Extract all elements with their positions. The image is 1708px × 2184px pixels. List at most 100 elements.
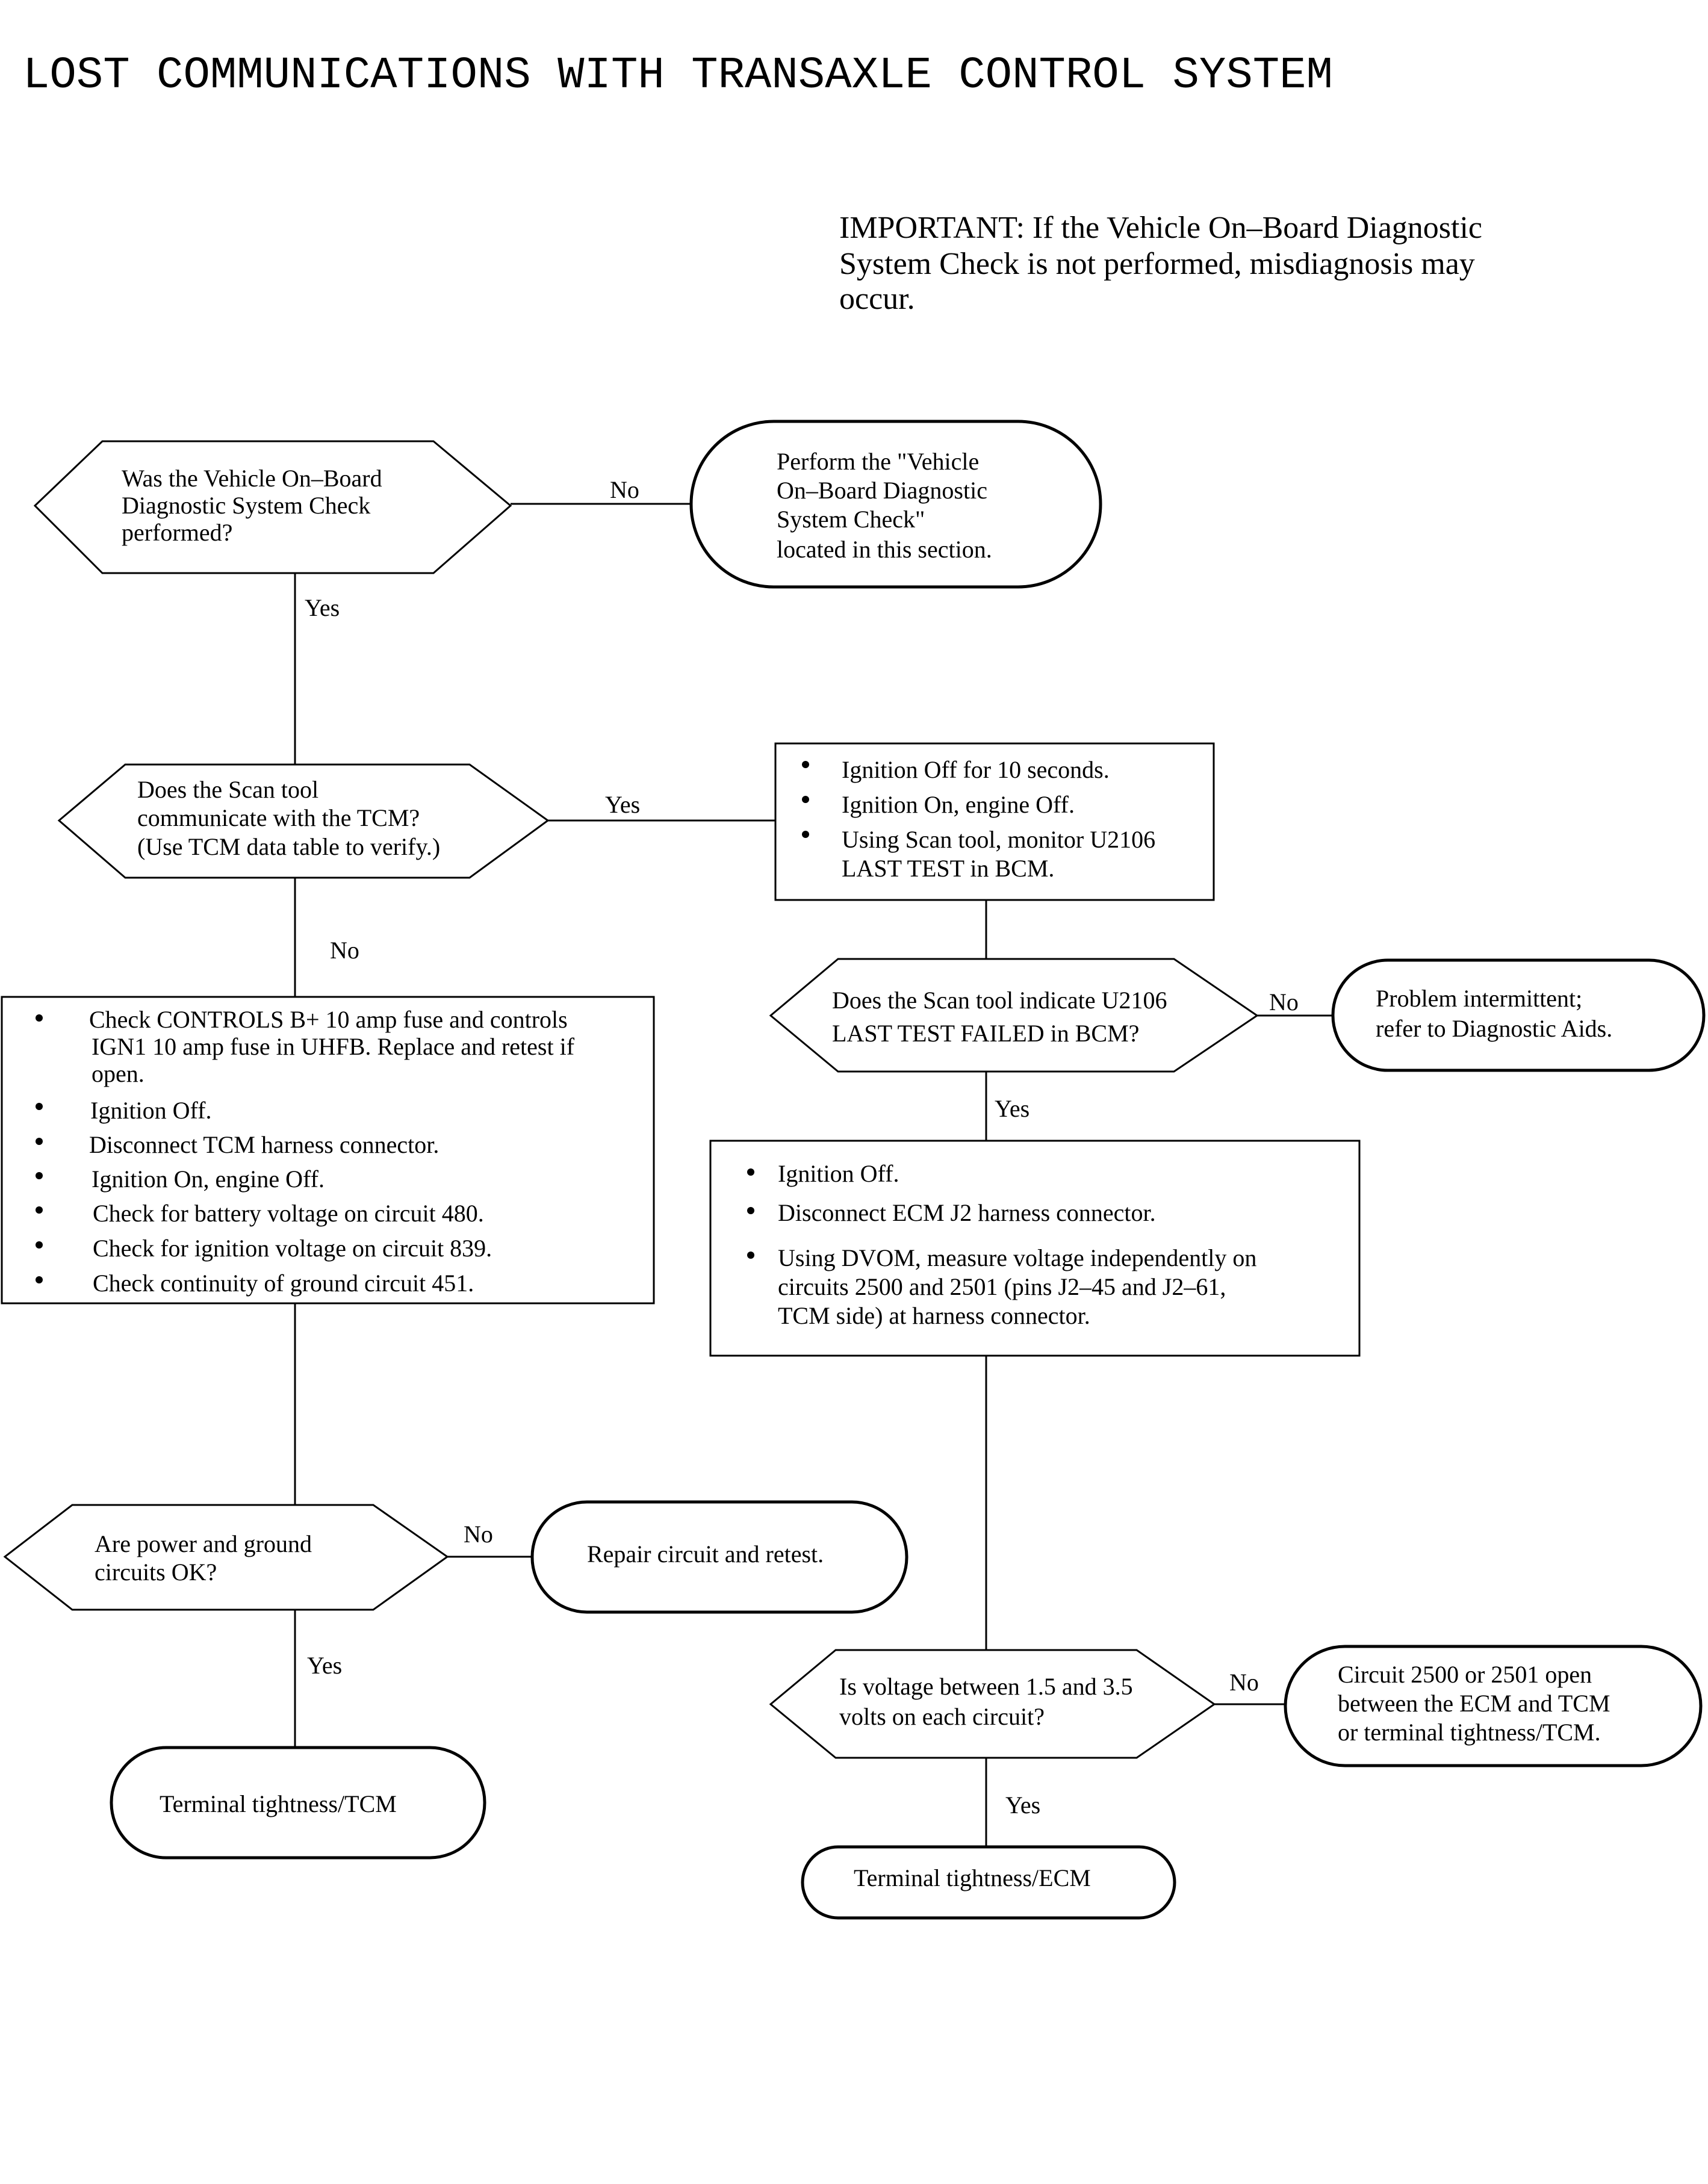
process-text: Using Scan tool, monitor U2106: [842, 826, 1155, 853]
terminal-text: Terminal tightness/ECM: [854, 1864, 1091, 1891]
process-text: Check for ignition voltage on circuit 83…: [93, 1235, 492, 1262]
terminal-text: or terminal tightness/TCM.: [1338, 1719, 1601, 1746]
page-title: LOST COMMUNICATIONS WITH TRANSAXLE CONTR…: [23, 51, 1333, 101]
important-note-line-1: IMPORTANT: If the Vehicle On–Board Diagn…: [839, 211, 1482, 245]
process-text: Ignition Off.: [778, 1160, 899, 1187]
decision-text: performed?: [122, 519, 232, 546]
process-text: Disconnect ECM J2 harness connector.: [778, 1199, 1156, 1226]
edge-label-no: No: [330, 937, 359, 964]
process-box: [709, 1140, 1361, 1357]
terminal-repair-circuit: Repair circuit and retest.: [530, 1500, 908, 1614]
terminal-shape: [530, 1500, 908, 1614]
process-ignition-steps: Ignition Off for 10 seconds. Ignition On…: [774, 742, 1215, 901]
process-power-ground-checks: Check CONTROLS B+ 10 amp fuse and contro…: [1, 996, 655, 1305]
decision-shape: [769, 958, 1259, 1073]
decision-scan-tool-communicate: Does the Scan tool communicate with the …: [57, 763, 550, 879]
decision-text: Was the Vehicle On–Board: [122, 465, 382, 492]
bullet-icon: [36, 1276, 43, 1283]
terminal-text: between the ECM and TCM: [1338, 1690, 1610, 1717]
bullet-icon: [36, 1138, 43, 1145]
decision-power-ground-ok: Are power and ground circuits OK?: [3, 1504, 449, 1611]
terminal-text: Problem intermittent;: [1376, 985, 1582, 1012]
decision-onboard-check: Was the Vehicle On–Board Diagnostic Syst…: [33, 440, 512, 574]
important-text-1: : If the Vehicle On–Board Diagnostic: [1016, 211, 1482, 245]
bullet-icon: [36, 1172, 43, 1179]
decision-text: LAST TEST FAILED in BCM?: [832, 1020, 1139, 1047]
process-text: Using DVOM, measure voltage independentl…: [778, 1244, 1256, 1271]
bullet-icon: [747, 1207, 754, 1214]
process-text: Check continuity of ground circuit 451.: [93, 1270, 474, 1297]
edge-label-no: No: [1229, 1669, 1259, 1696]
process-text: TCM side) at harness connector.: [778, 1302, 1090, 1329]
terminal-text: Circuit 2500 or 2501 open: [1338, 1661, 1592, 1688]
bullet-icon: [802, 796, 809, 803]
terminal-problem-intermittent: Problem intermittent; refer to Diagnosti…: [1331, 958, 1706, 1072]
edge-label-yes: Yes: [605, 791, 640, 818]
important-note-line-2: System Check is not performed, misdiagno…: [839, 247, 1475, 281]
decision-voltage-range: Is voltage between 1.5 and 3.5 volts on …: [769, 1649, 1216, 1759]
decision-shape: [57, 763, 550, 879]
decision-shape: [769, 1649, 1216, 1759]
edge-label-no: No: [610, 476, 639, 503]
process-text: Ignition On, engine Off.: [842, 791, 1075, 818]
edge-label-yes: Yes: [995, 1095, 1029, 1122]
edge-label-no: No: [464, 1521, 493, 1548]
decision-u2106-failed: Does the Scan tool indicate U2106 LAST T…: [769, 958, 1259, 1073]
terminal-text: refer to Diagnostic Aids.: [1376, 1015, 1612, 1042]
process-text: Ignition Off.: [90, 1097, 211, 1124]
terminal-text: On–Board Diagnostic: [777, 477, 987, 504]
decision-text: Is voltage between 1.5 and 3.5: [839, 1673, 1133, 1700]
terminal-tightness-ecm: Terminal tightness/ECM: [801, 1845, 1176, 1920]
process-box: [774, 742, 1215, 901]
bullet-icon: [747, 1252, 754, 1259]
connectors: [294, 503, 1333, 1847]
process-text: Disconnect TCM harness connector.: [89, 1131, 439, 1158]
terminal-perform-check: Perform the "Vehicle On–Board Diagnostic…: [689, 420, 1102, 589]
decision-shape: [33, 440, 512, 574]
decision-shape: [3, 1504, 449, 1611]
terminal-shape: [1331, 958, 1706, 1072]
process-text: circuits 2500 and 2501 (pins J2–45 and J…: [778, 1273, 1226, 1300]
bullet-icon: [802, 831, 809, 838]
terminal-text: Repair circuit and retest.: [587, 1540, 824, 1568]
bullet-icon: [747, 1168, 754, 1176]
terminal-shape: [110, 1746, 486, 1860]
edge-label-yes: Yes: [307, 1652, 342, 1679]
decision-text: Does the Scan tool: [137, 776, 318, 803]
decision-text: Diagnostic System Check: [122, 492, 370, 519]
terminal-shape: [1284, 1645, 1703, 1767]
process-text: open.: [92, 1060, 144, 1087]
process-text: Ignition On, engine Off.: [92, 1165, 325, 1193]
terminal-shape: [801, 1845, 1176, 1920]
decision-text: Does the Scan tool indicate U2106: [832, 987, 1167, 1014]
process-text: Ignition Off for 10 seconds.: [842, 756, 1110, 783]
bullet-icon: [36, 1206, 43, 1214]
edge-label-yes: Yes: [1005, 1792, 1040, 1819]
bullet-icon: [802, 761, 809, 768]
decision-text: (Use TCM data table to verify.): [137, 833, 440, 860]
terminal-shape: [689, 420, 1102, 589]
process-dvom-measure: Ignition Off. Disconnect ECM J2 harness …: [709, 1140, 1361, 1357]
decision-text: circuits OK?: [95, 1559, 217, 1586]
terminal-text: Perform the "Vehicle: [777, 448, 979, 475]
bullet-icon: [36, 1014, 43, 1022]
process-text: LAST TEST in BCM.: [842, 855, 1054, 882]
terminal-tightness-tcm: Terminal tightness/TCM: [110, 1746, 486, 1860]
decision-text: communicate with the TCM?: [137, 804, 420, 831]
edge-label-yes: Yes: [305, 594, 340, 621]
terminal-circuit-open: Circuit 2500 or 2501 open between the EC…: [1284, 1645, 1703, 1767]
process-text: Check CONTROLS B+ 10 amp fuse and contro…: [89, 1006, 568, 1033]
important-label: IMPORTANT: [839, 211, 1017, 245]
important-note-line-3: occur.: [839, 282, 915, 316]
terminal-text: System Check": [777, 506, 925, 533]
process-text: Check for battery voltage on circuit 480…: [93, 1200, 484, 1227]
terminal-text: Terminal tightness/TCM: [160, 1790, 397, 1817]
decision-text: volts on each circuit?: [839, 1703, 1045, 1730]
process-text: IGN1 10 amp fuse in UHFB. Replace and re…: [92, 1033, 575, 1060]
process-box: [1, 996, 655, 1305]
edge-label-no: No: [1269, 988, 1299, 1016]
bullet-icon: [36, 1103, 43, 1110]
decision-text: Are power and ground: [95, 1530, 312, 1557]
terminal-text: located in this section.: [777, 536, 992, 563]
